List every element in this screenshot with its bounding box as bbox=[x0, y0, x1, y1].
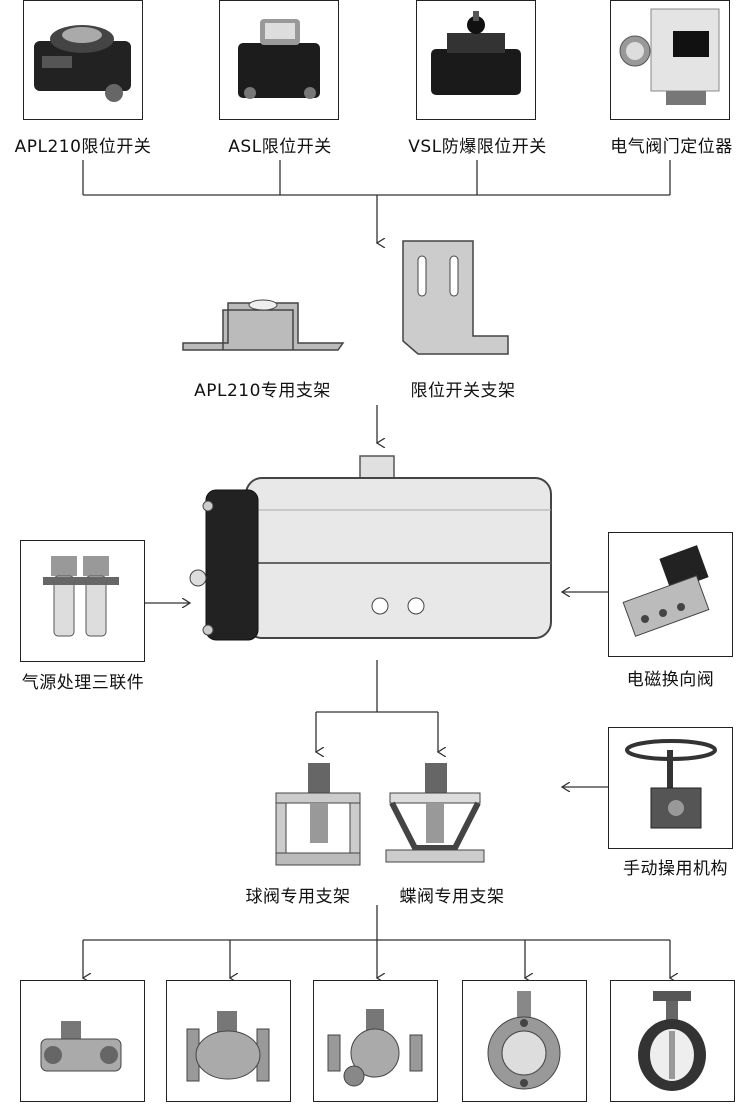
air-treatment-unit-image bbox=[20, 540, 145, 662]
vsl-explosion-proof-switch-label: VSL防爆限位开关 bbox=[408, 137, 547, 157]
limit-switch-bracket-label: 限位开关支架 bbox=[410, 381, 516, 401]
pneumatic-actuator-image bbox=[189, 455, 552, 641]
apl210-limit-switch-image bbox=[23, 0, 143, 120]
asl-limit-switch-label: ASL限位开关 bbox=[228, 137, 332, 157]
ball-valve-bracket-image bbox=[275, 763, 361, 866]
manual-operator-label: 手动操用机构 bbox=[623, 859, 728, 879]
electro-valve-positioner-label: 电气阀门定位器 bbox=[610, 137, 733, 157]
asl-limit-switch-image bbox=[219, 0, 339, 120]
three-way-ball-valve-image bbox=[313, 980, 438, 1102]
butterfly-valve-bracket-image bbox=[385, 763, 485, 863]
flanged-butterfly-valve-image bbox=[462, 980, 587, 1102]
solenoid-valve-label: 电磁换向阀 bbox=[626, 670, 715, 690]
vsl-explosion-proof-switch-image bbox=[416, 0, 536, 120]
butterfly-valve-bracket-label: 蝶阀专用支架 bbox=[399, 887, 505, 907]
solenoid-valve-image bbox=[608, 532, 733, 657]
apl210-limit-switch-label: APL210限位开关 bbox=[14, 137, 152, 157]
air-treatment-unit-label: 气源处理三联件 bbox=[21, 673, 145, 693]
manual-operator-image bbox=[608, 727, 733, 849]
apl210-bracket-image bbox=[182, 299, 345, 351]
electro-valve-positioner-image bbox=[610, 0, 730, 120]
flanged-ball-valve-image bbox=[166, 980, 291, 1102]
wafer-butterfly-valve-image bbox=[610, 980, 735, 1102]
apl210-bracket-label: APL210专用支架 bbox=[194, 381, 331, 401]
limit-switch-bracket-image bbox=[402, 240, 509, 355]
ball-valve-3pc-image bbox=[20, 980, 145, 1102]
ball-valve-bracket-label: 球阀专用支架 bbox=[245, 887, 351, 907]
